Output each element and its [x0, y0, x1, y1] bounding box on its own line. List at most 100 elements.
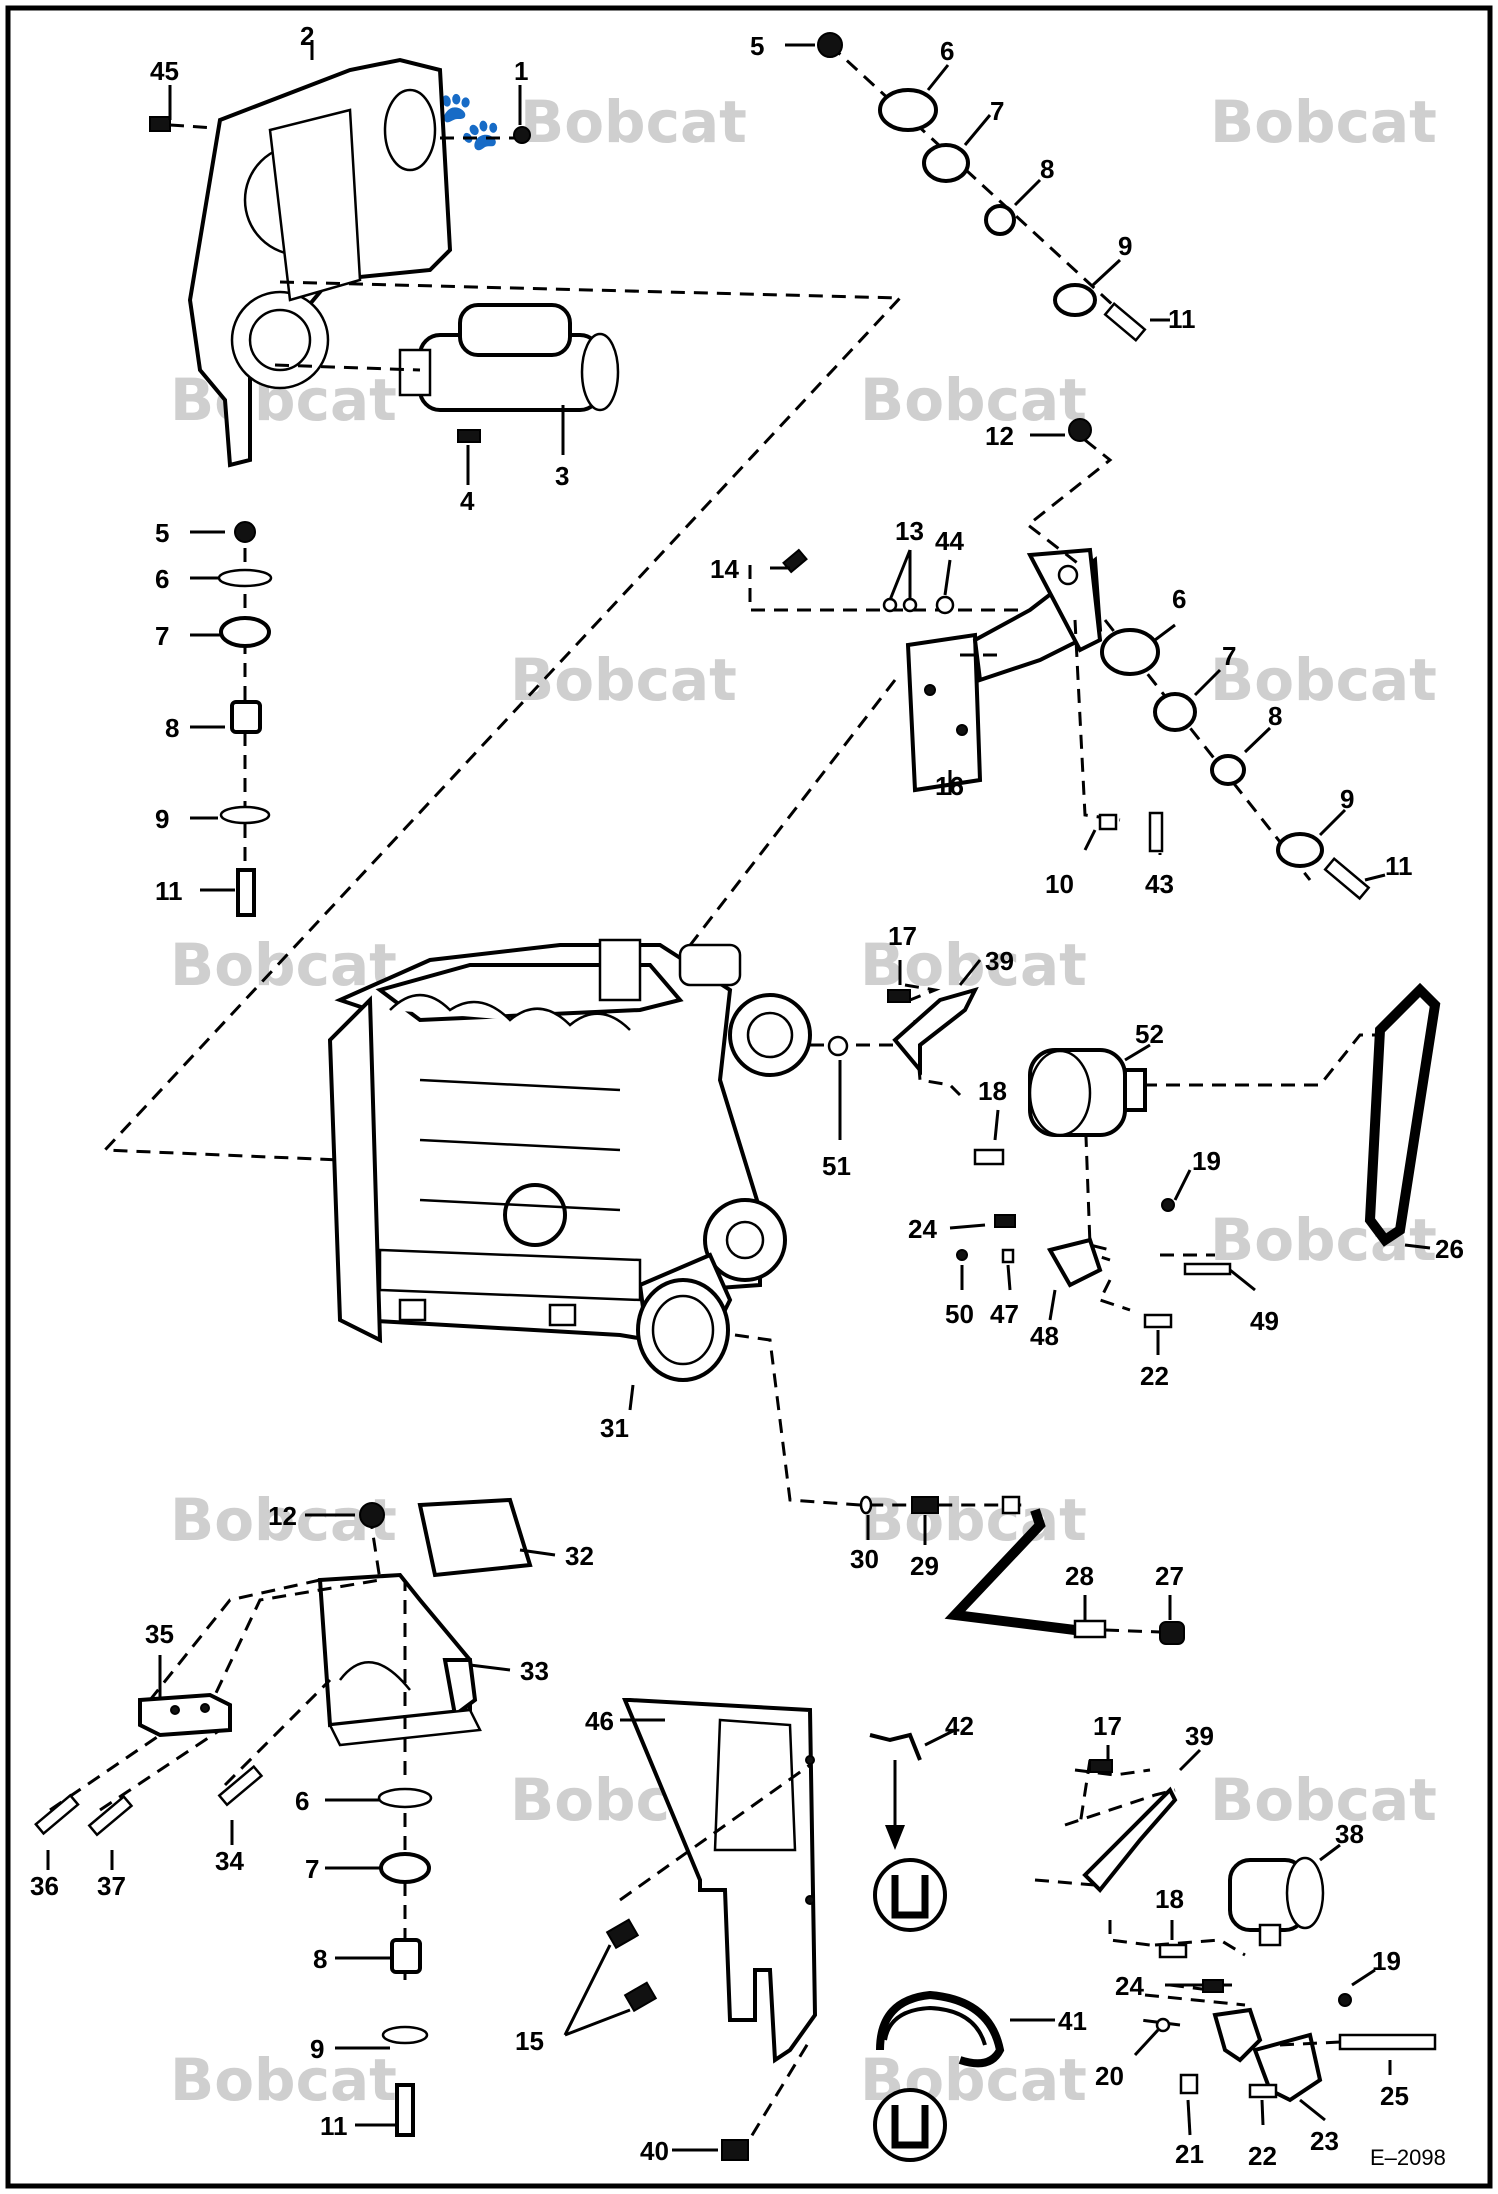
callout-49: 49	[1250, 1306, 1279, 1336]
svg-text:Bobcat: Bobcat	[170, 1486, 397, 1554]
callout-9-bracket: 9	[1340, 784, 1354, 814]
bolt-22-bottom	[1248, 2083, 1278, 2099]
washer-19-top	[1161, 1198, 1175, 1212]
svg-text:Bobcat: Bobcat	[1210, 88, 1437, 156]
callout-24-top: 24	[908, 1214, 937, 1244]
bolt-45	[149, 116, 171, 132]
bolt-18-top	[973, 1148, 1005, 1166]
callout-9-top-right: 9	[1118, 231, 1132, 261]
callout-8-bottom: 8	[313, 1944, 327, 1974]
callout-3: 3	[555, 461, 569, 491]
svg-text:Bobcat: Bobcat	[170, 931, 397, 999]
starter-motor	[398, 303, 620, 412]
spacer-47	[1001, 1248, 1015, 1264]
nut-12-top	[1068, 418, 1092, 442]
nut-12-bottom	[359, 1502, 385, 1528]
callout-29: 29	[910, 1551, 939, 1581]
callout-6-bottom: 6	[295, 1786, 309, 1816]
bolt-40	[721, 2139, 749, 2161]
washer-50	[956, 1249, 968, 1261]
callout-24-bottom: 24	[1115, 1971, 1144, 2001]
callout-43: 43	[1145, 869, 1174, 899]
callout-7-bottom: 7	[305, 1854, 319, 1884]
callout-51: 51	[822, 1151, 851, 1181]
svg-text:Bobcat: Bobcat	[1210, 646, 1437, 714]
watermark-logo: Bobcat	[860, 1486, 1087, 1554]
callout-7-left: 7	[155, 621, 169, 651]
callout-13: 13	[895, 516, 924, 546]
spacer-block-35	[138, 1692, 232, 1738]
watermark-layer: 🐾 Bobcat Bobcat Bobcat Bobcat Bobcat Bob…	[170, 86, 1437, 2114]
callout-11-bottom: 11	[320, 2111, 348, 2141]
bolt-24-top	[994, 1214, 1016, 1228]
bolt-36	[34, 1793, 80, 1836]
callout-17-bottom: 17	[1093, 1711, 1122, 1741]
bolt-25	[1338, 2033, 1437, 2051]
bolt-24-bottom	[1202, 1979, 1224, 1993]
watermark-logo: Bobcat	[170, 931, 397, 999]
callout-41: 41	[1058, 2006, 1087, 2036]
oil-hose-28	[944, 1495, 1107, 1639]
callout-38: 38	[1335, 1819, 1364, 1849]
callout-19-top: 19	[1192, 1146, 1221, 1176]
callout-12-bottom: 12	[268, 1501, 297, 1531]
watermark-logo: Bobcat	[1210, 1766, 1437, 1834]
bolt-17-top	[887, 989, 911, 1003]
watermark-logo: Bobcat	[170, 2046, 397, 2114]
plug-1	[513, 126, 531, 144]
spacer-21	[1179, 2073, 1199, 2095]
svg-text:Bobcat: Bobcat	[170, 2046, 397, 2114]
adjusting-strap-39-bottom	[1082, 1786, 1178, 1893]
callout-33: 33	[520, 1656, 549, 1686]
bolt-37	[87, 1794, 134, 1837]
callout-36: 36	[30, 1871, 59, 1901]
drawing-frame	[5, 5, 1493, 2189]
callout-7-bracket: 7	[1222, 641, 1236, 671]
bracket-48	[1046, 1237, 1103, 1288]
fan-belt	[1364, 982, 1441, 1247]
adjusting-strap-39	[892, 986, 979, 1076]
clip-42	[869, 1732, 922, 1761]
callout-20: 20	[1095, 2061, 1124, 2091]
bolt-17-bottom	[1089, 1759, 1113, 1773]
gear-housing	[187, 57, 453, 468]
callout-2: 2	[300, 21, 314, 51]
callout-8-left: 8	[165, 713, 179, 743]
callout-50: 50	[945, 1299, 974, 1329]
watermark-logo: Bobcat	[170, 1486, 397, 1554]
callout-32: 32	[565, 1541, 594, 1571]
svg-text:Bobcat: Bobcat	[1210, 1766, 1437, 1834]
callout-4: 4	[460, 486, 475, 516]
callout-22-top: 22	[1140, 1361, 1169, 1391]
water-pump-38	[1228, 1856, 1325, 1947]
bolt-15a	[605, 1918, 640, 1950]
seal-detail-lower	[873, 2088, 947, 2162]
callout-11-bracket: 11	[1385, 851, 1413, 881]
engine-mount-bracket	[905, 547, 1103, 793]
engine-block	[327, 938, 812, 1382]
callout-11-top-right: 11	[1168, 304, 1196, 334]
bolt-34	[217, 1764, 264, 1807]
callout-6-bracket: 6	[1172, 584, 1186, 614]
callout-48: 48	[1030, 1321, 1059, 1351]
fitting-27	[1159, 1621, 1185, 1645]
callout-8-bracket: 8	[1268, 701, 1282, 731]
callout-18-bottom: 18	[1155, 1884, 1184, 1914]
watermark-logo: Bobcat	[1210, 646, 1437, 714]
svg-text:Bobcat: Bobcat	[860, 931, 1087, 999]
callout-9-left: 9	[155, 804, 169, 834]
callout-23: 23	[1310, 2126, 1339, 2156]
washer-20	[1155, 2017, 1171, 2033]
callout-19-bottom: 19	[1372, 1946, 1401, 1976]
callout-45: 45	[150, 56, 179, 86]
callout-5-top-right: 5	[750, 31, 764, 61]
callout-16: 16	[935, 771, 964, 801]
watermark-logo: Bobcat	[510, 646, 737, 714]
mount-stack-top-right	[817, 32, 1147, 342]
edge-trim-41	[876, 1990, 1005, 2068]
callout-37: 37	[97, 1871, 126, 1901]
callout-39-top: 39	[985, 946, 1014, 976]
callout-9-bottom: 9	[310, 2034, 324, 2064]
callout-26: 26	[1435, 1234, 1464, 1264]
baffle-plate-46	[622, 1698, 818, 2064]
